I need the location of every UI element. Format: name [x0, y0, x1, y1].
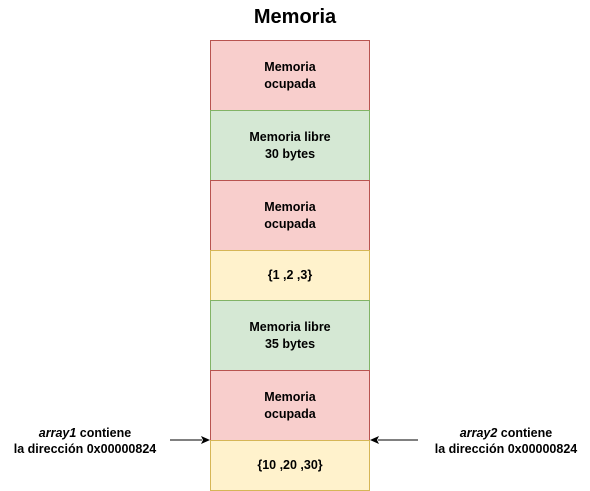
annotation-array2: array2 contiene la dirección 0x00000824	[416, 425, 590, 457]
annotation-array1-text1: contiene	[76, 426, 132, 440]
memory-block-free-30: Memoria libre 30 bytes	[210, 110, 370, 181]
annotation-array2-line1: array2 contiene	[416, 425, 590, 441]
annotation-array1-var: array1	[38, 426, 77, 440]
arrow-right-icon	[370, 436, 418, 444]
diagram-title: Memoria	[253, 6, 337, 28]
memory-block-free-35: Memoria libre 35 bytes	[210, 300, 370, 371]
memory-block-array-102030: {10 ,20 ,30}	[210, 440, 370, 491]
annotation-array1-line1: array1 contiene	[0, 425, 170, 441]
annotation-array2-line2: la dirección 0x00000824	[434, 442, 578, 456]
memory-block-occupied-3: Memoria ocupada	[210, 370, 370, 441]
annotation-array2-text1: contiene	[497, 426, 553, 440]
annotation-array2-var: array2	[459, 426, 498, 440]
memory-block-occupied-2: Memoria ocupada	[210, 180, 370, 251]
annotation-array1-line2: la dirección 0x00000824	[13, 442, 157, 456]
annotation-array1: array1 contiene la dirección 0x00000824	[0, 425, 170, 457]
arrow-left-icon	[170, 436, 210, 444]
memory-block-array-123: {1 ,2 ,3}	[210, 250, 370, 301]
memory-stack: Memoria ocupada Memoria libre 30 bytes M…	[210, 40, 370, 491]
memory-block-occupied-1: Memoria ocupada	[210, 40, 370, 111]
